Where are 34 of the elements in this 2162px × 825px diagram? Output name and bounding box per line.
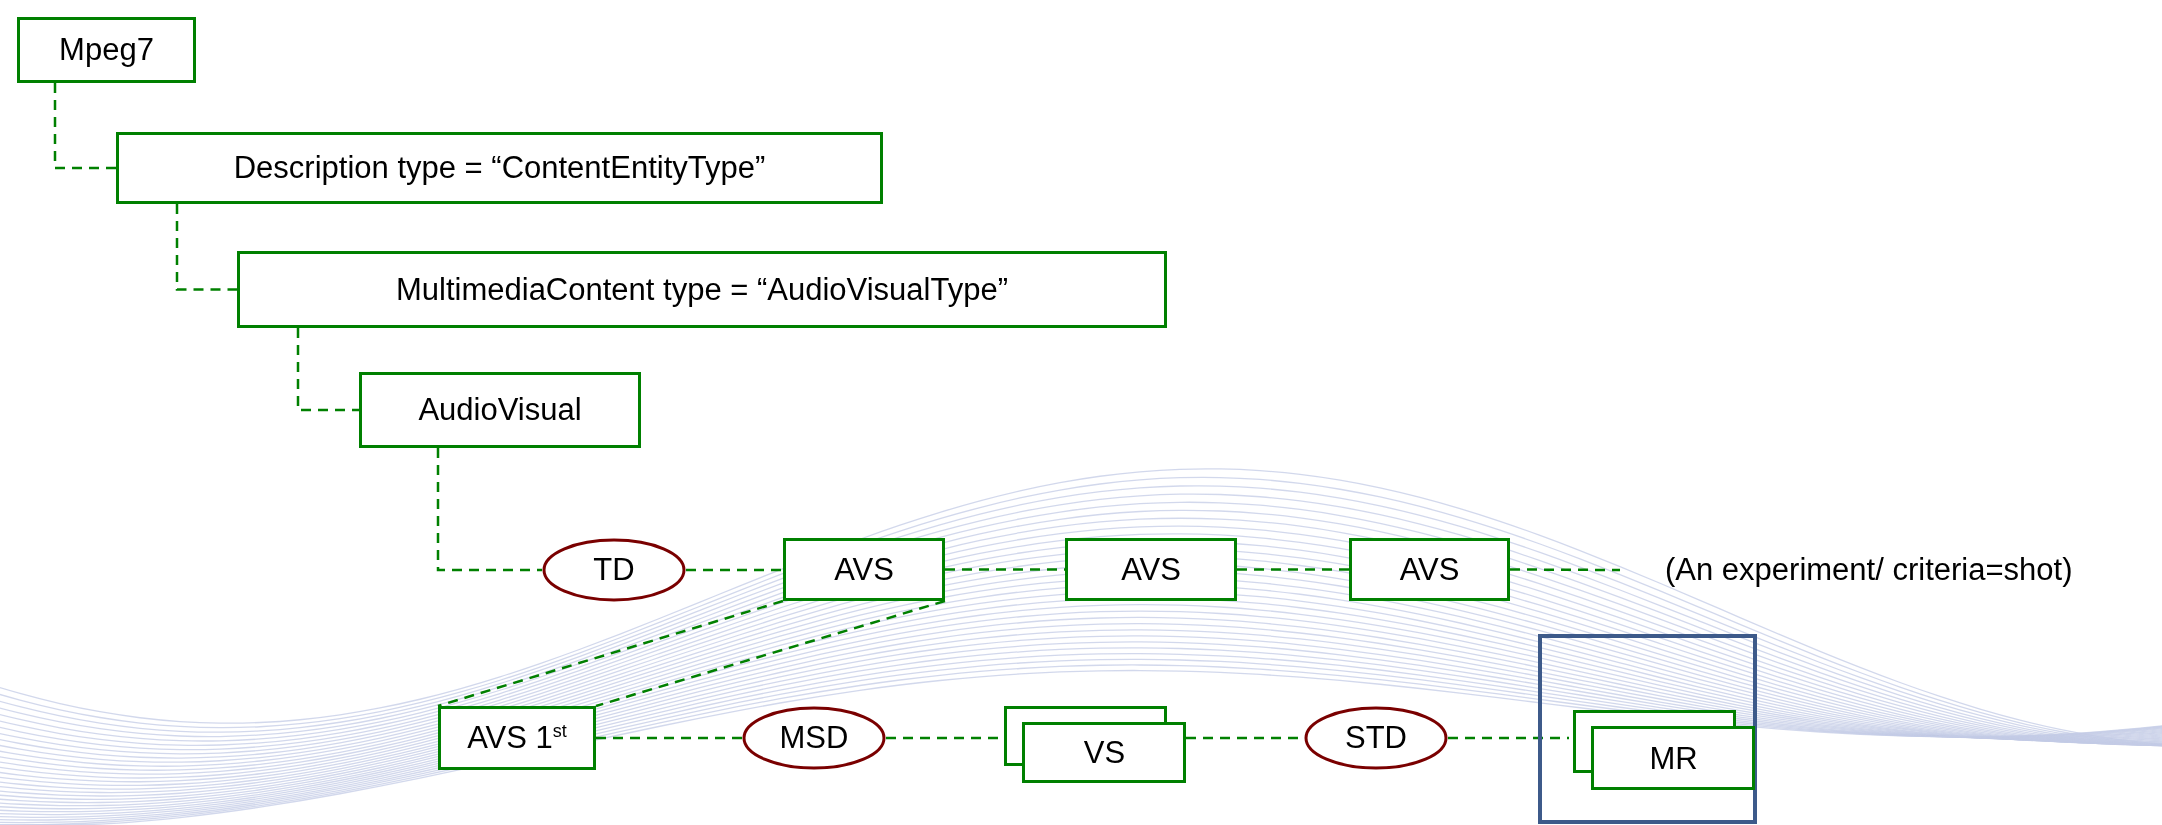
highlight-frame bbox=[1538, 634, 1757, 824]
connector-line bbox=[686, 568, 783, 572]
node-label: AVS 1$^{st}$ bbox=[467, 720, 567, 756]
node-label: MR bbox=[1649, 740, 1698, 777]
process-box bbox=[1349, 538, 1510, 601]
node-label: STD bbox=[1345, 720, 1407, 756]
connector-line bbox=[1237, 568, 1349, 571]
process-box bbox=[1065, 538, 1237, 601]
process-box bbox=[17, 17, 196, 83]
node-label: Mpeg7 bbox=[59, 32, 154, 68]
node-label: AVS bbox=[834, 551, 894, 588]
process-box bbox=[438, 706, 596, 770]
node-label: AudioVisual bbox=[418, 392, 582, 428]
connector-line bbox=[437, 599, 784, 708]
connector-line bbox=[1510, 568, 1620, 572]
connector-line bbox=[296, 328, 359, 412]
node-label: AVS bbox=[1399, 551, 1460, 588]
process-box bbox=[237, 251, 1167, 328]
node-label: VS bbox=[1083, 735, 1126, 771]
process-box bbox=[359, 372, 641, 448]
connector-line bbox=[1448, 736, 1569, 740]
annotation-text: (An experiment/ criteria=shot) bbox=[1665, 552, 2073, 588]
node-label: AVS bbox=[1121, 551, 1181, 588]
connector-line bbox=[596, 736, 742, 740]
node-label: MultimediaContent type = “AudioVisualType” bbox=[396, 271, 1008, 308]
connector-line bbox=[595, 599, 946, 708]
process-box bbox=[116, 132, 883, 204]
node-label: MSD bbox=[779, 720, 849, 756]
connector-line bbox=[436, 448, 542, 572]
connector-line bbox=[175, 204, 237, 291]
node-label: Description type = “ContentEntityType” bbox=[233, 150, 766, 186]
node-label: TD bbox=[593, 552, 635, 588]
connector-line bbox=[53, 83, 116, 170]
process-box bbox=[783, 538, 945, 601]
